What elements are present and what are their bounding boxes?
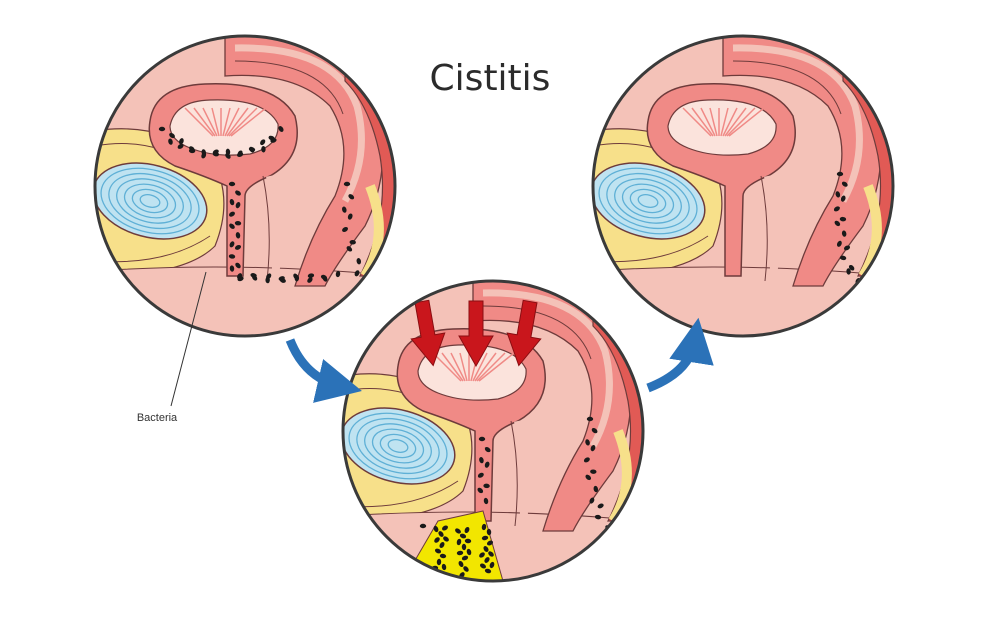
inflammation-arrow [410, 299, 446, 367]
pelvis-anatomy [95, 36, 395, 336]
bacteria-leader-line [170, 271, 207, 407]
panel-bacteria-entry [93, 34, 397, 338]
bladder [396, 328, 546, 522]
bacteria-label: Bacteria [136, 412, 178, 424]
pubic-bone [95, 162, 208, 240]
panel-recovery [591, 34, 895, 338]
pelvis-anatomy [343, 281, 643, 581]
flow-arrow-left [285, 338, 362, 403]
bacteria-cluster [158, 126, 284, 159]
pubic-bone [593, 162, 706, 240]
pelvis-anatomy [593, 36, 893, 336]
bacteria-trail [833, 171, 861, 284]
bladder [148, 83, 298, 277]
pubic-bone [343, 407, 456, 485]
inflammation-arrow [506, 299, 542, 367]
flow-arrow-right [646, 317, 714, 393]
diagram-title: Cistitis [429, 58, 551, 99]
inflammation-arrow [458, 300, 494, 368]
bacteria-trail [477, 436, 491, 505]
bacteria-cloud [402, 510, 504, 581]
panel-bladder-infection [341, 279, 645, 583]
bladder [646, 83, 796, 277]
bacteria-trail [228, 181, 341, 284]
